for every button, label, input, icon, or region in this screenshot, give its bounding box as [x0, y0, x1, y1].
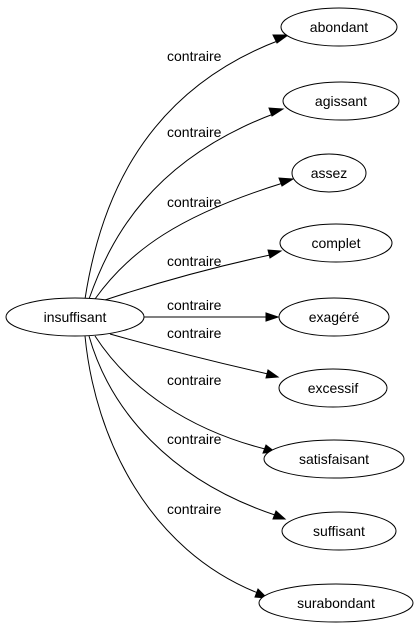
node-satisfaisant: satisfaisant: [263, 439, 405, 479]
node-excessif: excessif: [278, 368, 388, 408]
source-node: insuffisant: [5, 297, 145, 337]
edge-line: [84, 335, 259, 594]
node-label: agissant: [315, 93, 367, 109]
edge-line: [94, 182, 284, 300]
edge-agissant: contraire: [88, 107, 285, 300]
edge-arrowhead: [272, 510, 287, 520]
node-shape: [282, 81, 400, 121]
edge-line: [88, 112, 277, 300]
edge-line: [94, 335, 266, 450]
node-complet: complet: [279, 223, 393, 263]
edge-satisfaisant: contraire: [94, 335, 277, 454]
node-shape: [279, 223, 393, 263]
node-label: assez: [311, 165, 348, 181]
source-node-shape: [5, 297, 145, 337]
node-shape: [280, 7, 398, 47]
node-shape: [263, 439, 405, 479]
edge-arrowhead: [265, 312, 280, 322]
edge-label: contraire: [167, 372, 222, 388]
edge-line: [109, 333, 269, 375]
edge-label: contraire: [167, 501, 222, 517]
node-assez: assez: [291, 153, 367, 193]
edge-assez: contraire: [94, 177, 295, 300]
edge-label: contraire: [167, 297, 222, 313]
edge-arrowhead: [267, 249, 283, 259]
node-label: surabondant: [297, 595, 375, 611]
edge-label: contraire: [167, 253, 222, 269]
edge-arrowhead: [278, 177, 295, 187]
edges: contraire contraire contraire contraire …: [84, 34, 295, 599]
node-surabondant: surabondant: [258, 583, 414, 623]
node-suffisant: suffisant: [281, 511, 397, 551]
edge-exagere: contraire: [143, 297, 280, 322]
edge-line: [88, 335, 276, 516]
target-nodes: abondant agissant assez complet exagéré …: [258, 7, 414, 623]
edge-label: contraire: [167, 431, 222, 447]
edge-abondant: contraire: [84, 34, 290, 300]
edge-arrowhead: [272, 34, 290, 44]
node-abondant: abondant: [280, 7, 398, 47]
node-label: complet: [311, 235, 360, 251]
edge-line: [84, 39, 281, 300]
node-label: exagéré: [309, 309, 360, 325]
node-agissant: agissant: [282, 81, 400, 121]
edge-excessif: contraire: [109, 325, 280, 379]
edge-surabondant: contraire: [84, 335, 269, 599]
edge-label: contraire: [167, 48, 222, 64]
edge-label: contraire: [167, 325, 222, 341]
edge-label: contraire: [167, 194, 222, 210]
node-shape: [281, 511, 397, 551]
node-exagere: exagéré: [278, 297, 390, 337]
edge-label: contraire: [167, 124, 222, 140]
edge-line: [104, 254, 271, 301]
node-label: abondant: [310, 19, 369, 35]
edge-arrowhead: [268, 107, 285, 117]
edge-suffisant: contraire: [88, 335, 287, 520]
edge-complet: contraire: [104, 249, 283, 301]
node-label: excessif: [308, 380, 359, 396]
source-node-label: insuffisant: [44, 309, 107, 325]
node-label: suffisant: [313, 523, 365, 539]
node-label: satisfaisant: [299, 451, 369, 467]
node-shape: [278, 368, 388, 408]
node-shape: [258, 583, 414, 623]
node-shape: [278, 297, 390, 337]
node-shape: [291, 153, 367, 193]
edge-arrowhead: [265, 369, 280, 379]
